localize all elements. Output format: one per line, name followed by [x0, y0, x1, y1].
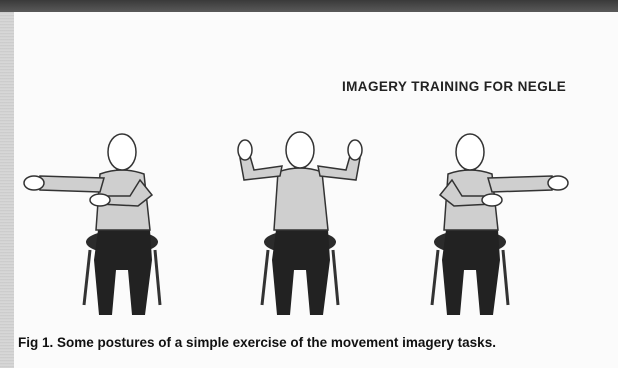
- running-head: IMAGERY TRAINING FOR NEGLE: [342, 79, 618, 94]
- scan-top-band: [0, 0, 618, 12]
- posture-figure-3: [432, 134, 568, 315]
- posture-figure-1: [24, 134, 160, 315]
- posture-figure-2: [238, 132, 362, 315]
- figure-caption-text: Some postures of a simple exercise of th…: [57, 335, 496, 350]
- figure-label: Fig 1.: [18, 335, 53, 350]
- figure-illustration: [0, 100, 618, 325]
- figure-caption: Fig 1. Some postures of a simple exercis…: [18, 336, 618, 350]
